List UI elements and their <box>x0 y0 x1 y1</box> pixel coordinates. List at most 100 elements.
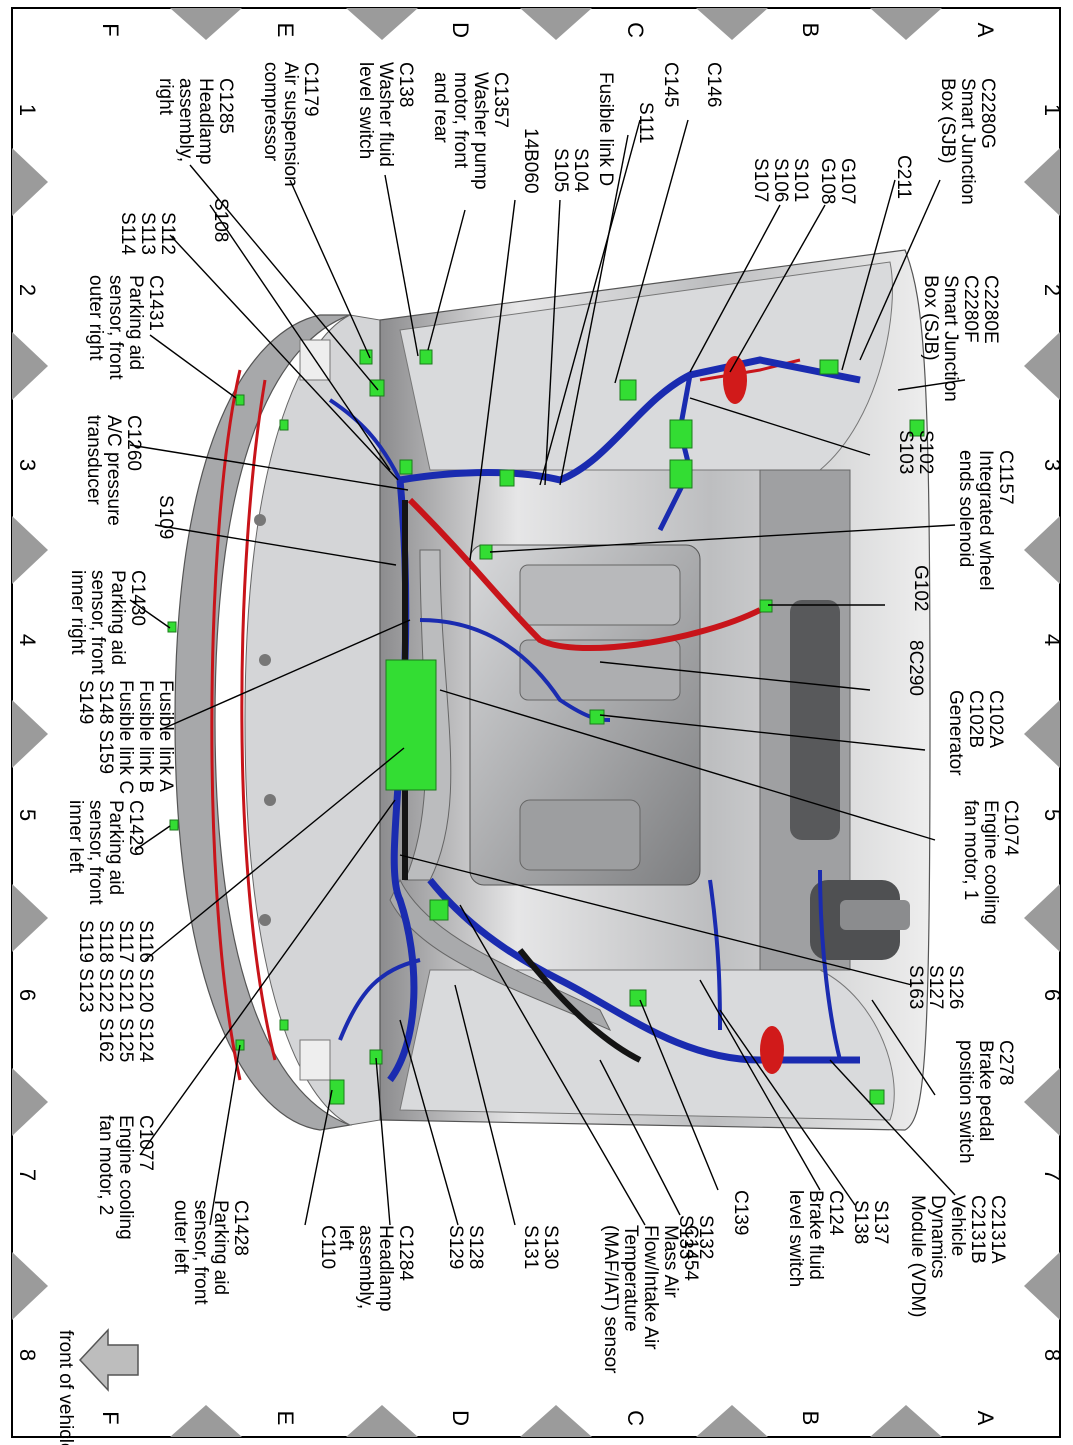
callout-line: C1429 <box>125 800 146 856</box>
grid-row-label-top: A <box>973 23 998 38</box>
callout-line: C2280E <box>980 275 1001 344</box>
callout-line: Fusible link D <box>595 72 616 186</box>
grid-col-label-left: 6 <box>15 989 40 1001</box>
callout-line: S148 S159 <box>95 680 116 774</box>
callout-line: Parking aid <box>125 275 146 370</box>
callout-line: C2280G <box>977 78 998 149</box>
callout-line: C1077 <box>135 1115 156 1171</box>
grid-col-label-right: 4 <box>1040 634 1065 646</box>
callout-line: level switch <box>355 62 376 159</box>
callout-line: G102 <box>910 565 931 611</box>
callout-8c290: 8C290 <box>905 640 926 696</box>
callout-line: compressor <box>260 62 281 162</box>
callout-line: S101 <box>790 158 811 202</box>
grid-col-label-right: 5 <box>1040 809 1065 821</box>
callout-line: S127 <box>925 965 946 1009</box>
callout-line: Fusible link B <box>135 680 156 793</box>
grid-col-label-left: 1 <box>15 104 40 116</box>
callout-line: Engine cooling <box>115 1115 136 1240</box>
callout-line: Brake fluid <box>805 1190 826 1280</box>
callout-line: G108 <box>817 158 838 204</box>
callout-line: C1179 <box>300 62 321 117</box>
callout-line: ends solenoid <box>955 450 976 567</box>
callout-line: Module (VDM) <box>907 1195 928 1317</box>
callout-line: Flow/Intake Air <box>640 1225 661 1350</box>
callout-line: Temperature <box>620 1225 641 1332</box>
callout-line: S118 S122 S162 <box>95 920 116 1062</box>
grid-col-label-left: 3 <box>15 459 40 471</box>
callout-line: left <box>335 1225 356 1251</box>
callout-line: Dynamics <box>927 1195 948 1278</box>
callout-line: S131 <box>520 1225 541 1269</box>
callout-line: S132 <box>695 1215 716 1259</box>
callout-c146: C146 <box>703 62 724 107</box>
grid-row-label-top: D <box>448 22 473 38</box>
callout-line: S116 S120 S124 <box>135 920 156 1063</box>
callout-line: C1357 <box>490 72 511 128</box>
callout-line: sensor, front <box>85 800 106 905</box>
callout-line: position switch <box>955 1040 976 1164</box>
grid-row-label-top: B <box>798 23 823 38</box>
red-component-right <box>723 356 747 404</box>
callout-line: Integrated wheel <box>975 450 996 591</box>
callout-line: inner left <box>65 800 86 874</box>
grid-col-label-left: 7 <box>15 1169 40 1181</box>
callout-line: S102 <box>915 430 936 474</box>
front-of-vehicle-arrow-icon <box>78 1328 139 1392</box>
grid-edge-markers <box>12 8 1060 1437</box>
callout-line: S104 <box>570 148 591 193</box>
callout-line: assembly, <box>175 78 196 162</box>
callout-line: 14B060 <box>520 128 541 194</box>
callout-line: S108 <box>210 198 231 242</box>
callout-line: Vehicle <box>947 1195 968 1256</box>
callout-g102: G102 <box>910 565 931 611</box>
grid-col-label-left: 5 <box>15 809 40 821</box>
callout-line: C145 <box>660 62 681 107</box>
callout-line: C139 <box>730 1190 751 1235</box>
callout-line: Air suspension <box>280 62 301 187</box>
leader-lines <box>129 119 966 1226</box>
callout-line: S126 <box>945 965 966 1009</box>
callout-line: C1074 <box>1000 800 1021 856</box>
callout-line: Parking aid <box>210 1200 231 1295</box>
callout-line: outer left <box>170 1200 191 1275</box>
callout-line: Parking aid <box>107 570 128 665</box>
callout-line: Smart Junction <box>940 275 961 402</box>
callout-line: S114 <box>117 212 138 255</box>
callout-line: C110 <box>317 1225 338 1269</box>
callout-line: C2280F <box>960 275 981 343</box>
callout-c110: C110 <box>317 1225 338 1269</box>
callout-line: S112 <box>157 212 178 255</box>
grid-row-label-top: E <box>273 23 298 38</box>
grid-col-label-right: 7 <box>1040 1169 1065 1181</box>
callout-line: outer right <box>85 275 106 361</box>
callout-line: motor, front <box>450 72 471 169</box>
callout-line: C1260 <box>123 415 144 471</box>
fuse-box-connector <box>385 659 437 791</box>
callout-line: A/C pressure <box>103 415 124 526</box>
callout-line: (MAF/IAT) sensor <box>600 1225 621 1374</box>
callout-line: Washer pump <box>470 72 491 190</box>
callout-line: S105 <box>550 148 571 192</box>
grid-row-label-bottom: E <box>273 1411 298 1426</box>
callout-line: C124 <box>825 1190 846 1236</box>
callout-line: Headlamp <box>375 1225 396 1312</box>
callout-line: Headlamp <box>195 78 216 165</box>
callout-c211: C211 <box>893 155 914 199</box>
